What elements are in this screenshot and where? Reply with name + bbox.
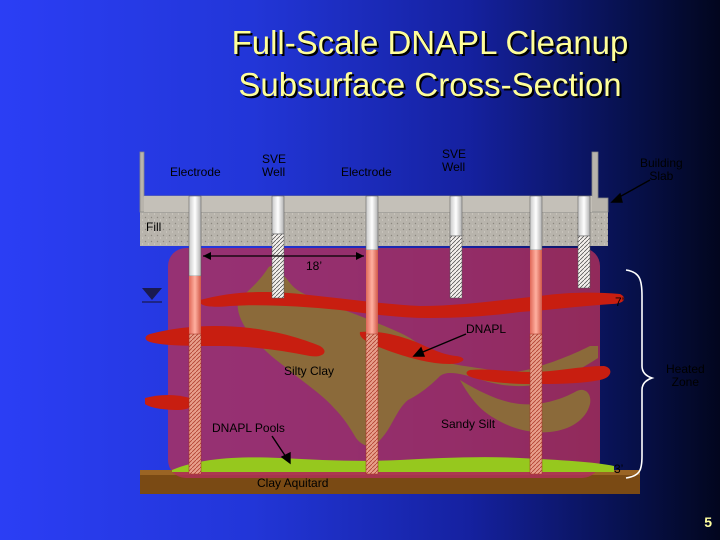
silty-clay-label: Silty Clay xyxy=(284,364,335,378)
sve-well-label-left: SVE Well xyxy=(262,152,287,179)
dim-18-arrow xyxy=(203,252,364,260)
slide-title: Full-Scale DNAPL Cleanup Subsurface Cros… xyxy=(150,22,710,106)
heated-zone-label: Heated Zone xyxy=(666,362,705,389)
electrode-label-left: Electrode xyxy=(170,165,221,179)
electrode-well-1 xyxy=(188,195,202,475)
dim-7-label: 7’ xyxy=(615,295,625,309)
dnapl-pools xyxy=(172,457,614,472)
heated-zone-brace xyxy=(625,269,655,479)
dnapl-pools-label: DNAPL Pools xyxy=(212,421,285,435)
electrode-well-3 xyxy=(529,195,543,475)
sandy-silt-lens xyxy=(460,380,591,433)
electrode-well-2 xyxy=(365,195,379,475)
sandy-silt-label: Sandy Silt xyxy=(441,417,496,431)
title-line-2: Subsurface Cross-Section xyxy=(238,66,622,103)
dnapl-plume-upper xyxy=(199,292,625,318)
water-table-icon xyxy=(142,288,162,300)
clay-aquitard-label: Clay Aquitard xyxy=(257,476,329,490)
sve-well-1 xyxy=(271,195,285,299)
fill-label: Fill xyxy=(146,220,162,234)
page-number: 5 xyxy=(704,514,712,530)
sve-well-2 xyxy=(449,195,463,299)
building-slab-label: Building Slab xyxy=(640,156,683,183)
electrode-label-mid: Electrode xyxy=(341,165,392,179)
dnapl-plume-lower-left xyxy=(145,395,194,410)
title-line-1: Full-Scale DNAPL Cleanup xyxy=(231,24,629,61)
sve-well-3 xyxy=(577,195,591,289)
dnapl-leader xyxy=(417,333,467,355)
dim-18-label: 18’ xyxy=(306,259,323,273)
dim-bottom-label: 3’ xyxy=(614,462,624,476)
sve-well-label-right: SVE Well xyxy=(442,147,467,174)
dnapl-label: DNAPL xyxy=(466,322,507,336)
dnapl-plume-center xyxy=(359,331,464,364)
